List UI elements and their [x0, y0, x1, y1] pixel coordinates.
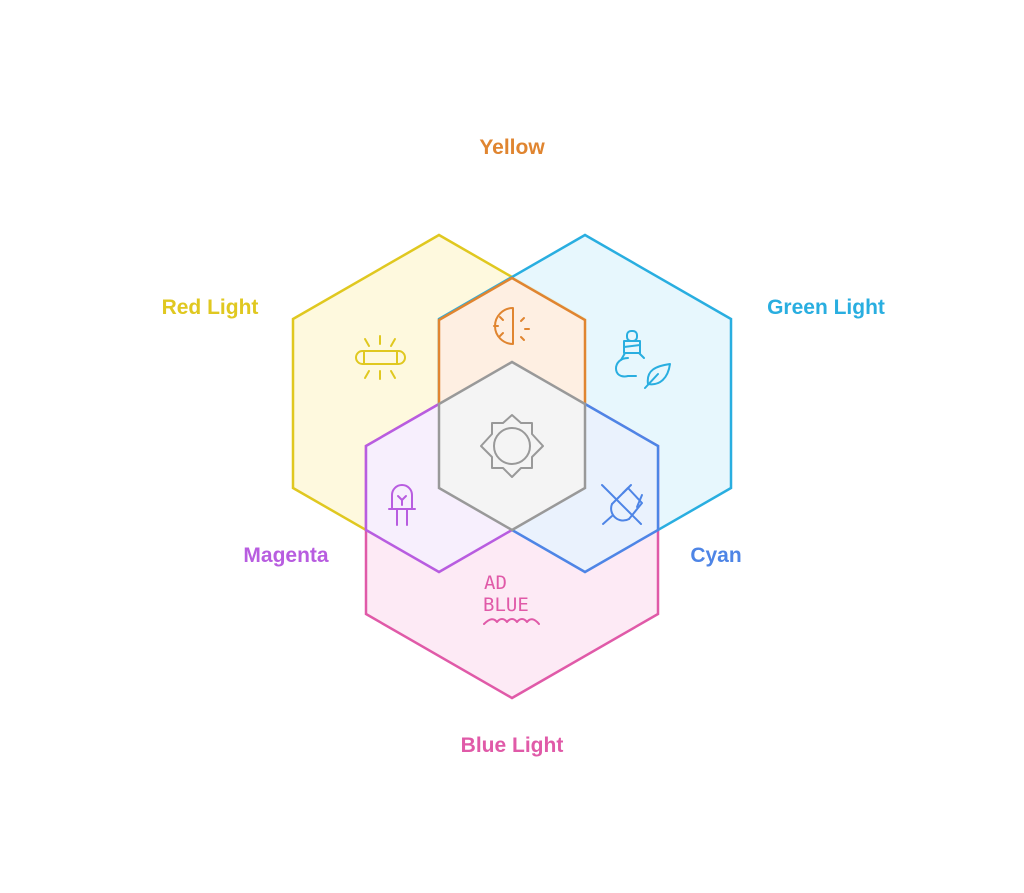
sun-badge-icon — [480, 414, 544, 478]
half-sun-icon — [493, 307, 530, 345]
adblue-icon: AD BLUE — [483, 572, 540, 625]
adblue-icon-line1: AD — [484, 572, 507, 594]
label-green-light: Green Light — [767, 296, 885, 319]
eco-bulb-icon — [615, 330, 671, 389]
label-yellow: Yellow — [479, 136, 545, 159]
label-cyan: Cyan — [690, 544, 742, 567]
adblue-icon-line2: BLUE — [483, 594, 529, 616]
led-icon — [388, 484, 416, 526]
label-blue-light: Blue Light — [460, 734, 564, 757]
hexagon-center — [437, 360, 587, 532]
label-magenta: Magenta — [243, 544, 329, 567]
unplugged-icon — [601, 484, 643, 525]
label-red-light: Red Light — [161, 296, 259, 319]
light-bar-icon — [355, 335, 406, 380]
